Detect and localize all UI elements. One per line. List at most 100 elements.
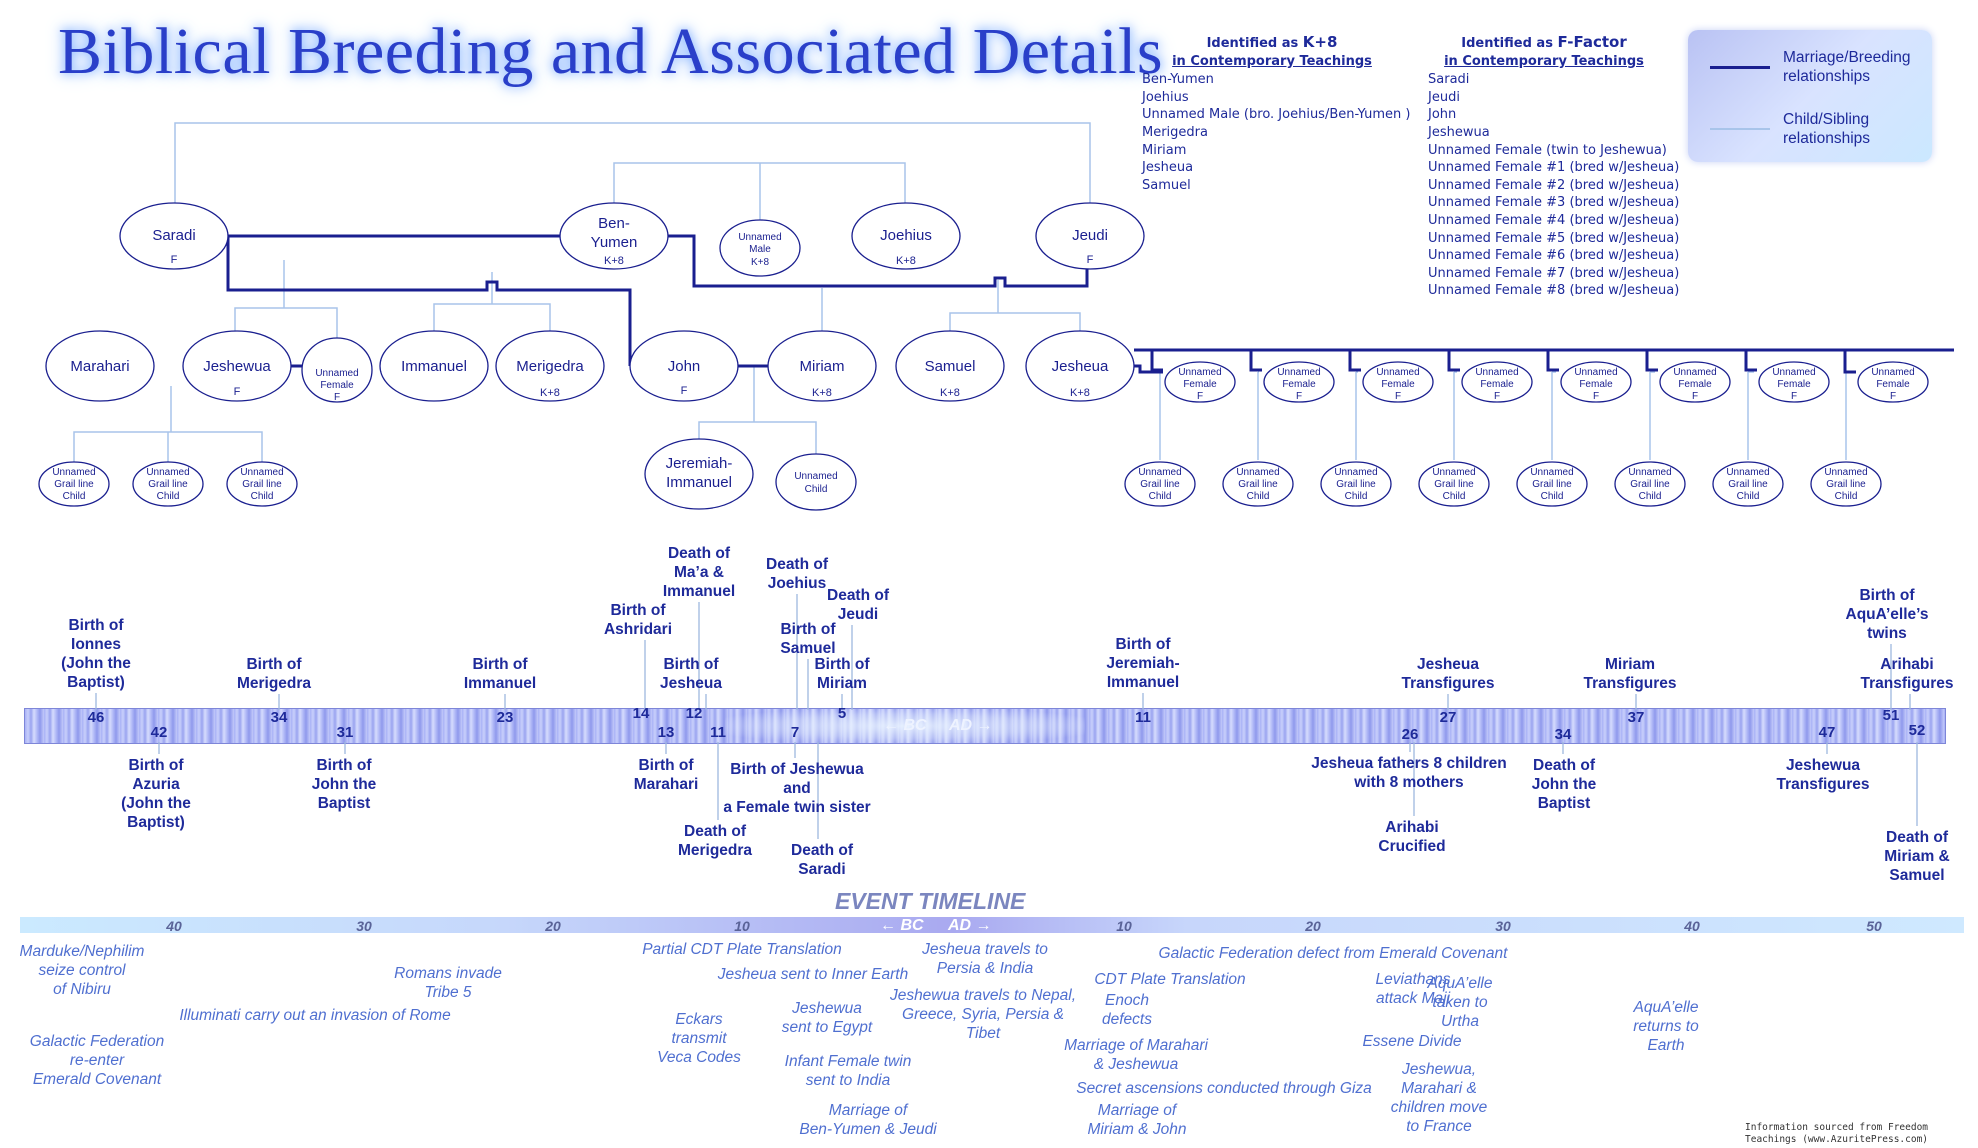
unnamed-female-name2: Female — [1579, 379, 1613, 390]
jesheua-tag: K+8 — [1070, 387, 1090, 399]
node-jesheua: Jesheua K+8 — [1025, 330, 1135, 402]
event-below-line: Jeshewua — [1785, 757, 1861, 774]
joehius-tag: K+8 — [896, 255, 916, 267]
ff-item: Unnamed Female #5 (bred w/Jesheua) — [1428, 230, 1680, 246]
timeline-note-line: to France — [1406, 1118, 1472, 1135]
timeline-note-line: seize control — [38, 962, 126, 979]
timeline-note-line: Emerald Covenant — [32, 1071, 162, 1088]
grail-child-line3: Child — [1345, 491, 1368, 502]
timeline-note-line: CDT Plate Translation — [1094, 971, 1246, 988]
event-above-line: Birth of — [780, 621, 836, 638]
timeline-note-line: re-enter — [69, 1052, 125, 1069]
node-jeshewua: Jeshewua F — [182, 330, 292, 402]
event-above-line: Immanuel — [463, 675, 537, 692]
k8-item: Ben-Yumen — [1142, 72, 1214, 88]
grail-child-line1: Unnamed — [240, 467, 283, 478]
event-below-line: Baptist — [1537, 795, 1591, 812]
ff-item: Unnamed Female #7 (bred w/Jesheua) — [1428, 265, 1680, 281]
event-above-line: Ma’a & — [674, 564, 724, 581]
timeline-note-line: Eckars — [675, 1011, 723, 1028]
john-name: John — [668, 358, 701, 375]
unnamed-child-name1: Unnamed — [794, 471, 837, 482]
grail-child-line3: Child — [1247, 491, 1270, 502]
timeline-note-line: Partial CDT Plate Translation — [642, 941, 842, 958]
event-below-line: Jesheua fathers 8 children — [1311, 755, 1507, 772]
event-below-year: 47 — [1818, 724, 1836, 741]
timeline-note: Secret ascensions conducted through Giza — [1076, 1079, 1372, 1098]
k8-list: Identified as K+8 in Contemporary Teachi… — [1142, 33, 1410, 194]
grail-child-line1: Unnamed — [1138, 467, 1181, 478]
timeline-note-line: Marriage of — [1097, 1102, 1177, 1119]
unnamed-female-name1: Unnamed — [1871, 367, 1914, 378]
event-below-line: Birth of — [128, 757, 184, 774]
timeline-note-line: attack Maji — [1375, 990, 1451, 1007]
unnamed-female-name2: Female — [1183, 379, 1217, 390]
event-below-line: Crucified — [1378, 838, 1446, 855]
timeline-note-line: AquA’elle — [1427, 975, 1493, 992]
timeline-note: Jeshewua travels to Nepal,Greece, Syria,… — [890, 986, 1076, 1043]
event-above-line: Birth of — [1859, 587, 1915, 604]
ff-heading-emph: F-Factor — [1557, 33, 1627, 51]
timeline-tick: 50 — [1866, 918, 1882, 934]
unnamed-female-tag: F — [1890, 391, 1896, 402]
event-above-year: 27 — [1439, 709, 1457, 726]
timeline-note-line: Essene Divide — [1362, 1033, 1462, 1050]
timeline-note-line: Persia & India — [936, 960, 1034, 977]
twin-tag: F — [334, 392, 340, 403]
legend: Marriage/Breeding relationships Child/Si… — [1688, 30, 1932, 162]
unnamed-female-name2: Female — [1282, 379, 1316, 390]
grail-child-line1: Unnamed — [146, 467, 189, 478]
timeline-note-line: returns to — [1633, 1018, 1699, 1035]
event-above-line: Jeudi — [837, 606, 879, 623]
timeline-note-line: & Jeshewua — [1093, 1056, 1179, 1073]
timeline-note: Jesheua sent to Inner Earth — [718, 965, 908, 984]
event-above-line: Birth of — [814, 656, 870, 673]
source-credit: Information sourced from Freedom Teachin… — [1745, 1122, 1928, 1146]
event-above-line: Jesheua — [659, 675, 723, 692]
ff-item: Unnamed Female #2 (bred w/Jesheua) — [1428, 177, 1680, 193]
timeline-note-line: Galactic Federation defect from Emerald … — [1158, 945, 1508, 962]
timeline-note-line: children move — [1390, 1099, 1488, 1116]
event-below-line: Baptist) — [127, 814, 185, 831]
saradi-tag: F — [171, 254, 178, 266]
grail-child-line2: Grail line — [1630, 479, 1670, 490]
timeline-note-line: Romans invade — [394, 965, 502, 982]
ben-yumen-name1: Ben- — [598, 215, 630, 232]
event-below-line: Death of — [1886, 829, 1948, 846]
unnamed-female-name1: Unnamed — [1475, 367, 1518, 378]
unnamed-male-name1: Unnamed — [738, 232, 781, 243]
node-unnamed-male: Unnamed Male K+8 — [719, 219, 801, 277]
timeline-tick: 20 — [1305, 918, 1321, 934]
timeline-note: Illuminati carry out an invasion of Rome — [179, 1006, 450, 1025]
marahari-name: Marahari — [70, 358, 129, 375]
grail-child-line2: Grail line — [1826, 479, 1866, 490]
event-above-line: Birth of — [1115, 636, 1171, 653]
event-below-line: John the — [1531, 776, 1597, 793]
unnamed-male-tag: K+8 — [751, 257, 770, 268]
event-above-year: 23 — [496, 709, 514, 726]
event-above-year: 46 — [87, 709, 105, 726]
event-below-line: Baptist — [317, 795, 371, 812]
grail-child-line1: Unnamed — [1530, 467, 1573, 478]
ff-item: Unnamed Female #8 (bred w/Jesheua) — [1428, 283, 1680, 299]
ff-item: Saradi — [1428, 72, 1470, 88]
event-above-line: (John the — [61, 655, 131, 672]
k8-item: Miriam — [1142, 142, 1187, 158]
jeudi-tag: F — [1087, 254, 1094, 266]
grail-child-line1: Unnamed — [1334, 467, 1377, 478]
event-bar-ad: AD → — [949, 717, 993, 734]
ben-yumen-tag: K+8 — [604, 255, 624, 267]
